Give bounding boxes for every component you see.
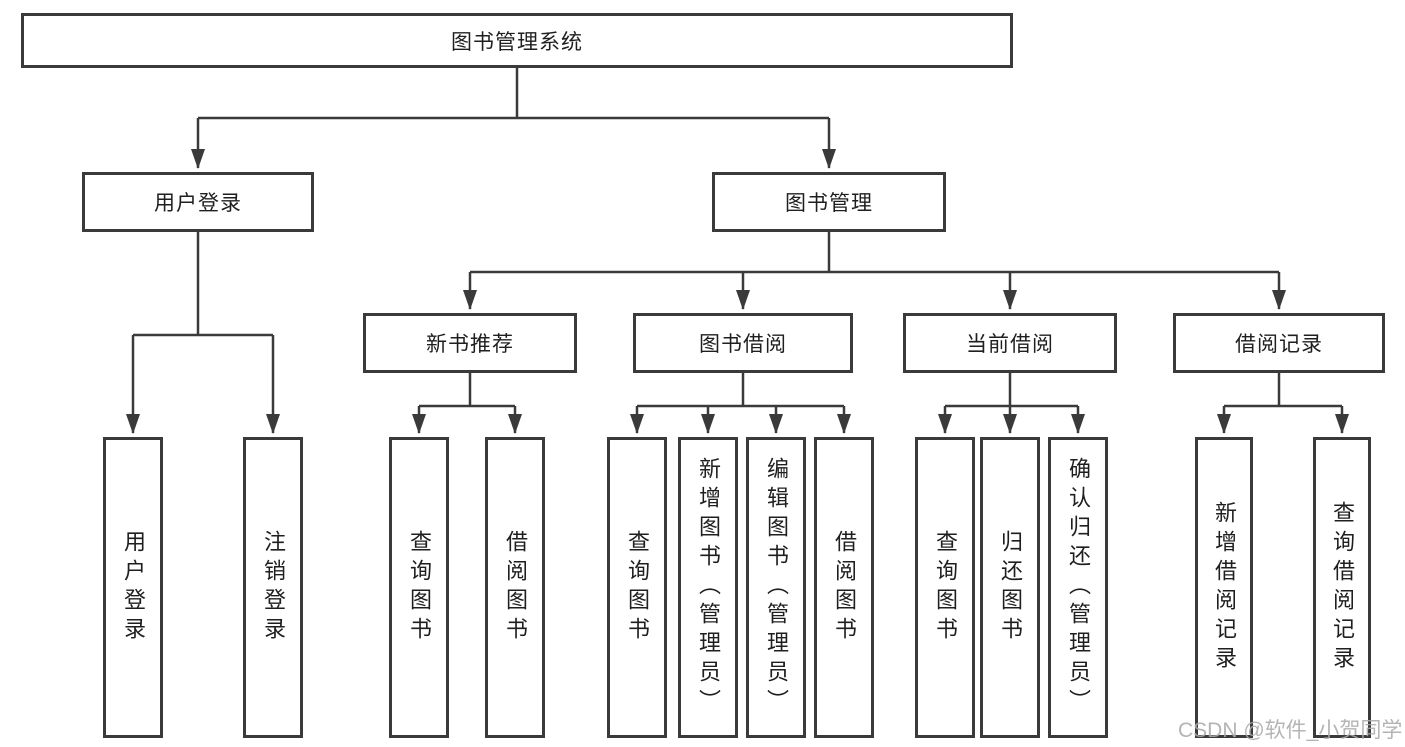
- leaf-user-login-label: 用户登录: [121, 529, 146, 646]
- node-new-book-recommendation: 新书推荐: [363, 313, 577, 373]
- leaf-logout: 注销登录: [243, 437, 303, 738]
- leaf-borrow-books-borrowing: 借阅图书: [814, 437, 874, 738]
- leaf-logout-label: 注销登录: [261, 529, 286, 646]
- leaf-edit-books-admin: 编辑图书（管理员）: [746, 437, 806, 738]
- node-book-borrowing: 图书借阅: [633, 313, 853, 373]
- leaf-borrow-books-recommend-label: 借阅图书: [503, 529, 528, 646]
- leaf-borrow-books-borrowing-label: 借阅图书: [832, 529, 857, 646]
- leaf-user-login: 用户登录: [103, 437, 163, 738]
- leaf-query-books-borrowing: 查询图书: [607, 437, 667, 738]
- leaf-add-borrow-record: 新增借阅记录: [1195, 437, 1253, 738]
- leaf-edit-books-admin-label: 编辑图书（管理员）: [764, 457, 789, 718]
- leaf-return-books-label: 归还图书: [998, 529, 1023, 646]
- leaf-query-books-current-label: 查询图书: [933, 529, 958, 646]
- node-current-borrowing: 当前借阅: [903, 313, 1117, 373]
- node-borrowing-records: 借阅记录: [1173, 313, 1385, 373]
- leaf-query-borrow-record-label: 查询借阅记录: [1330, 500, 1355, 675]
- leaf-query-books-recommend-label: 查询图书: [407, 529, 432, 646]
- leaf-return-books: 归还图书: [980, 437, 1040, 738]
- leaf-borrow-books-recommend: 借阅图书: [485, 437, 545, 738]
- node-user-login: 用户登录: [82, 172, 314, 232]
- leaf-add-books-admin-label: 新增图书（管理员）: [696, 457, 721, 718]
- leaf-add-books-admin: 新增图书（管理员）: [678, 437, 738, 738]
- leaf-confirm-return-admin-label: 确认归还（管理员）: [1066, 457, 1091, 718]
- csdn-watermark: CSDN @软件_小贺同学: [1178, 719, 1403, 742]
- node-book-management: 图书管理: [712, 172, 946, 232]
- leaf-query-borrow-record: 查询借阅记录: [1313, 437, 1371, 738]
- leaf-query-books-borrowing-label: 查询图书: [625, 529, 650, 646]
- leaf-confirm-return-admin: 确认归还（管理员）: [1048, 437, 1108, 738]
- leaf-query-books-recommend: 查询图书: [389, 437, 449, 738]
- node-library-management-system: 图书管理系统: [21, 13, 1013, 68]
- leaf-query-books-current: 查询图书: [915, 437, 975, 738]
- leaf-add-borrow-record-label: 新增借阅记录: [1212, 500, 1237, 675]
